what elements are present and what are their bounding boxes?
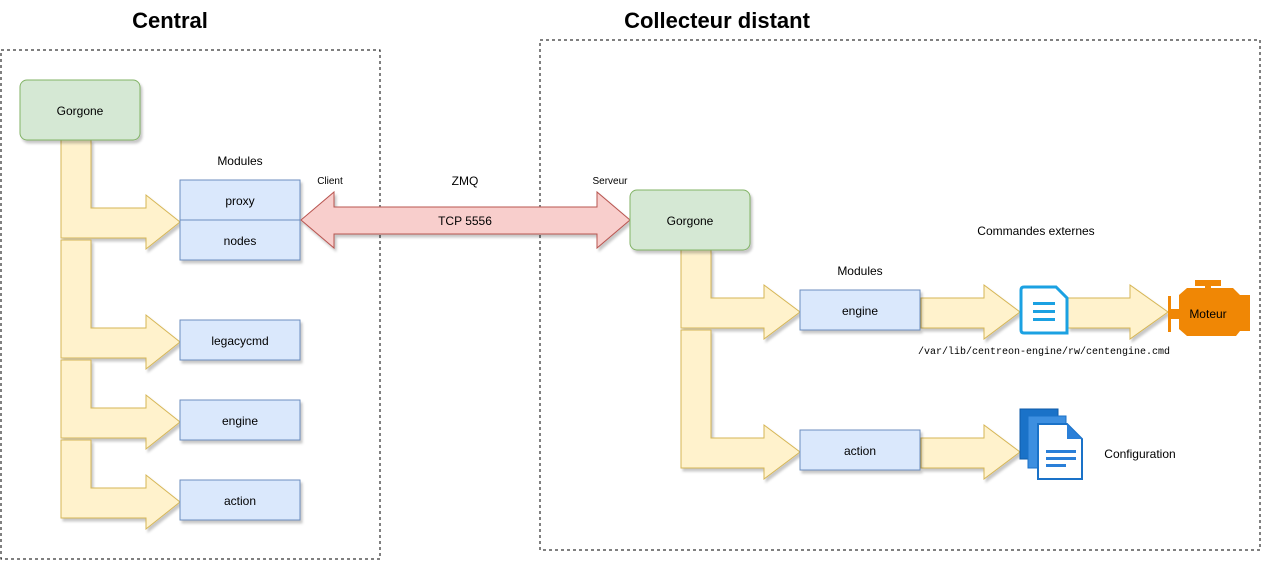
central-title: Central	[132, 8, 208, 33]
remote-gorgone-label: Gorgone	[667, 214, 714, 228]
module-nodes: nodes	[179, 219, 301, 261]
module-action-central: action	[179, 479, 301, 521]
engine-motor-label: Moteur	[1189, 307, 1226, 321]
central-gorgone-node: Gorgone	[19, 79, 141, 141]
flow-arrow-engine-to-cmd	[920, 284, 1021, 340]
flow-arrow-cmd-to-motor	[1067, 284, 1169, 340]
flow-arrow-action	[60, 439, 181, 531]
module-action-central-label: action	[224, 494, 256, 508]
module-proxy: proxy	[179, 179, 301, 221]
module-action-remote-label: action	[844, 444, 876, 458]
command-file-path: /var/lib/centreon-engine/rw/centengine.c…	[918, 346, 1170, 358]
remote-title: Collecteur distant	[624, 8, 810, 33]
remote-modules-label: Modules	[837, 264, 882, 278]
command-file-icon	[1019, 285, 1069, 335]
client-label: Client	[317, 176, 343, 187]
flow-arrow-action-to-config	[920, 424, 1021, 480]
flow-arrow-legacycmd	[60, 239, 181, 371]
module-legacycmd-label: legacycmd	[211, 334, 268, 348]
module-nodes-label: nodes	[224, 234, 257, 248]
module-legacycmd: legacycmd	[179, 319, 301, 361]
central-modules-label: Modules	[217, 154, 262, 168]
server-label: Serveur	[592, 176, 628, 187]
configuration-files-icon	[1019, 408, 1083, 480]
remote-gorgone-node: Gorgone	[629, 189, 751, 251]
remote-container	[539, 39, 1261, 551]
engine-motor-icon: Moteur	[1168, 280, 1250, 336]
central-gorgone-label: Gorgone	[57, 104, 104, 118]
module-proxy-label: proxy	[225, 194, 254, 208]
module-engine-central: engine	[179, 399, 301, 441]
zmq-label: ZMQ	[452, 174, 479, 188]
external-commands-label: Commandes externes	[977, 224, 1094, 238]
module-engine-central-label: engine	[222, 414, 258, 428]
flow-arrow-remote-engine	[680, 249, 801, 340]
flow-arrow-remote-action	[680, 329, 801, 480]
tcp-port-label: TCP 5556	[438, 214, 492, 228]
module-engine-remote-label: engine	[842, 304, 878, 318]
flow-arrow-engine	[60, 359, 181, 451]
module-action-remote: action	[799, 429, 921, 471]
flow-arrow-proxy	[60, 139, 181, 251]
module-engine-remote: engine	[799, 289, 921, 331]
configuration-label: Configuration	[1104, 447, 1175, 461]
